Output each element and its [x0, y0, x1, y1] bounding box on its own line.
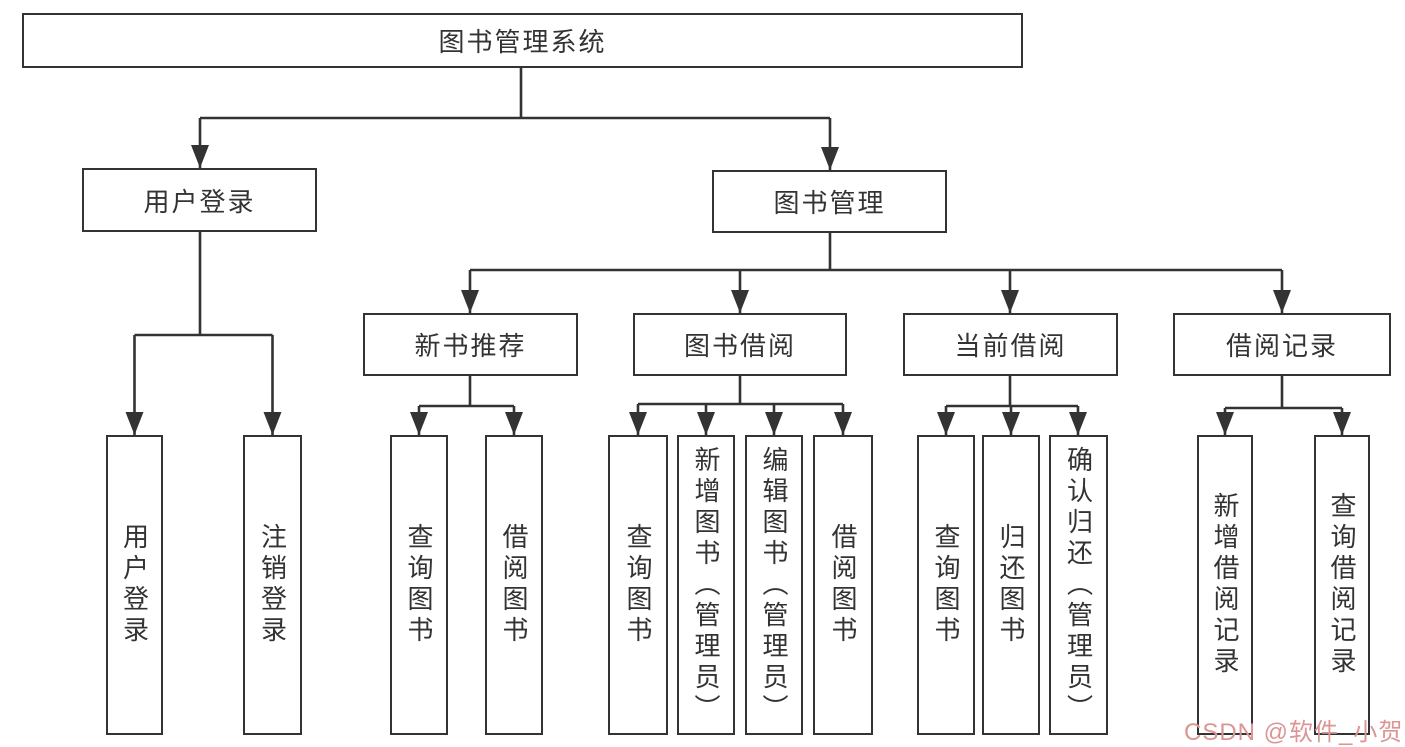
node-current-borrow-label: 当前借阅	[954, 331, 1067, 361]
leaf-current-query-books-label: 查询图书	[931, 523, 961, 647]
leaf-current-confirm-return-admin: 确认归还（管理员）	[1049, 435, 1108, 735]
node-user-login-label: 用户登录	[143, 186, 256, 217]
node-current-borrow: 当前借阅	[903, 313, 1118, 376]
leaf-borrow-add-books-admin: 新增图书（管理员）	[677, 435, 735, 735]
leaf-borrow-add-books-admin-label: 新增图书（管理员）	[691, 445, 721, 725]
leaf-records-query-record: 查询借阅记录	[1314, 435, 1370, 735]
leaf-borrow-query-books-label: 查询图书	[623, 523, 653, 647]
leaf-records-add-record-label: 新增借阅记录	[1210, 492, 1240, 678]
leaf-records-add-record: 新增借阅记录	[1197, 435, 1253, 735]
node-borrow-records: 借阅记录	[1173, 313, 1391, 376]
leaf-recommend-query-books: 查询图书	[390, 435, 448, 735]
node-book-borrow-label: 图书借阅	[683, 331, 796, 361]
leaf-recommend-borrow-books: 借阅图书	[485, 435, 543, 735]
node-new-book-recommend: 新书推荐	[363, 313, 578, 376]
leaf-current-confirm-return-admin-label: 确认归还（管理员）	[1063, 445, 1094, 725]
node-root-label: 图书管理系统	[438, 27, 607, 57]
leaf-recommend-borrow-books-label: 借阅图书	[499, 523, 529, 647]
leaf-current-query-books: 查询图书	[917, 435, 975, 735]
leaf-borrow-borrow-books: 借阅图书	[813, 435, 873, 735]
leaf-borrow-edit-books-admin-label: 编辑图书（管理员）	[759, 445, 789, 725]
leaf-borrow-query-books: 查询图书	[608, 435, 668, 735]
watermark: CSDN @软件_小贺同学	[1184, 719, 1405, 746]
arrowheads	[125, 145, 1351, 435]
node-root: 图书管理系统	[22, 13, 1023, 68]
leaf-records-query-record-label: 查询借阅记录	[1327, 492, 1357, 678]
leaf-current-return-books: 归还图书	[982, 435, 1040, 735]
leaf-logout-label: 注销登录	[257, 523, 288, 647]
node-borrow-records-label: 借阅记录	[1225, 331, 1338, 361]
leaf-borrow-borrow-books-label: 借阅图书	[828, 523, 858, 647]
node-new-book-recommend-label: 新书推荐	[414, 331, 527, 361]
leaf-logout: 注销登录	[243, 435, 302, 735]
node-book-management-label: 图书管理	[773, 188, 886, 218]
node-book-management: 图书管理	[712, 170, 947, 233]
node-user-login: 用户登录	[82, 168, 317, 232]
leaf-recommend-query-books-label: 查询图书	[404, 523, 434, 647]
leaf-user-login: 用户登录	[106, 435, 163, 735]
leaf-current-return-books-label: 归还图书	[996, 523, 1026, 647]
leaf-borrow-edit-books-admin: 编辑图书（管理员）	[745, 435, 803, 735]
leaf-user-login-label: 用户登录	[119, 523, 150, 647]
node-book-borrow: 图书借阅	[633, 313, 847, 376]
